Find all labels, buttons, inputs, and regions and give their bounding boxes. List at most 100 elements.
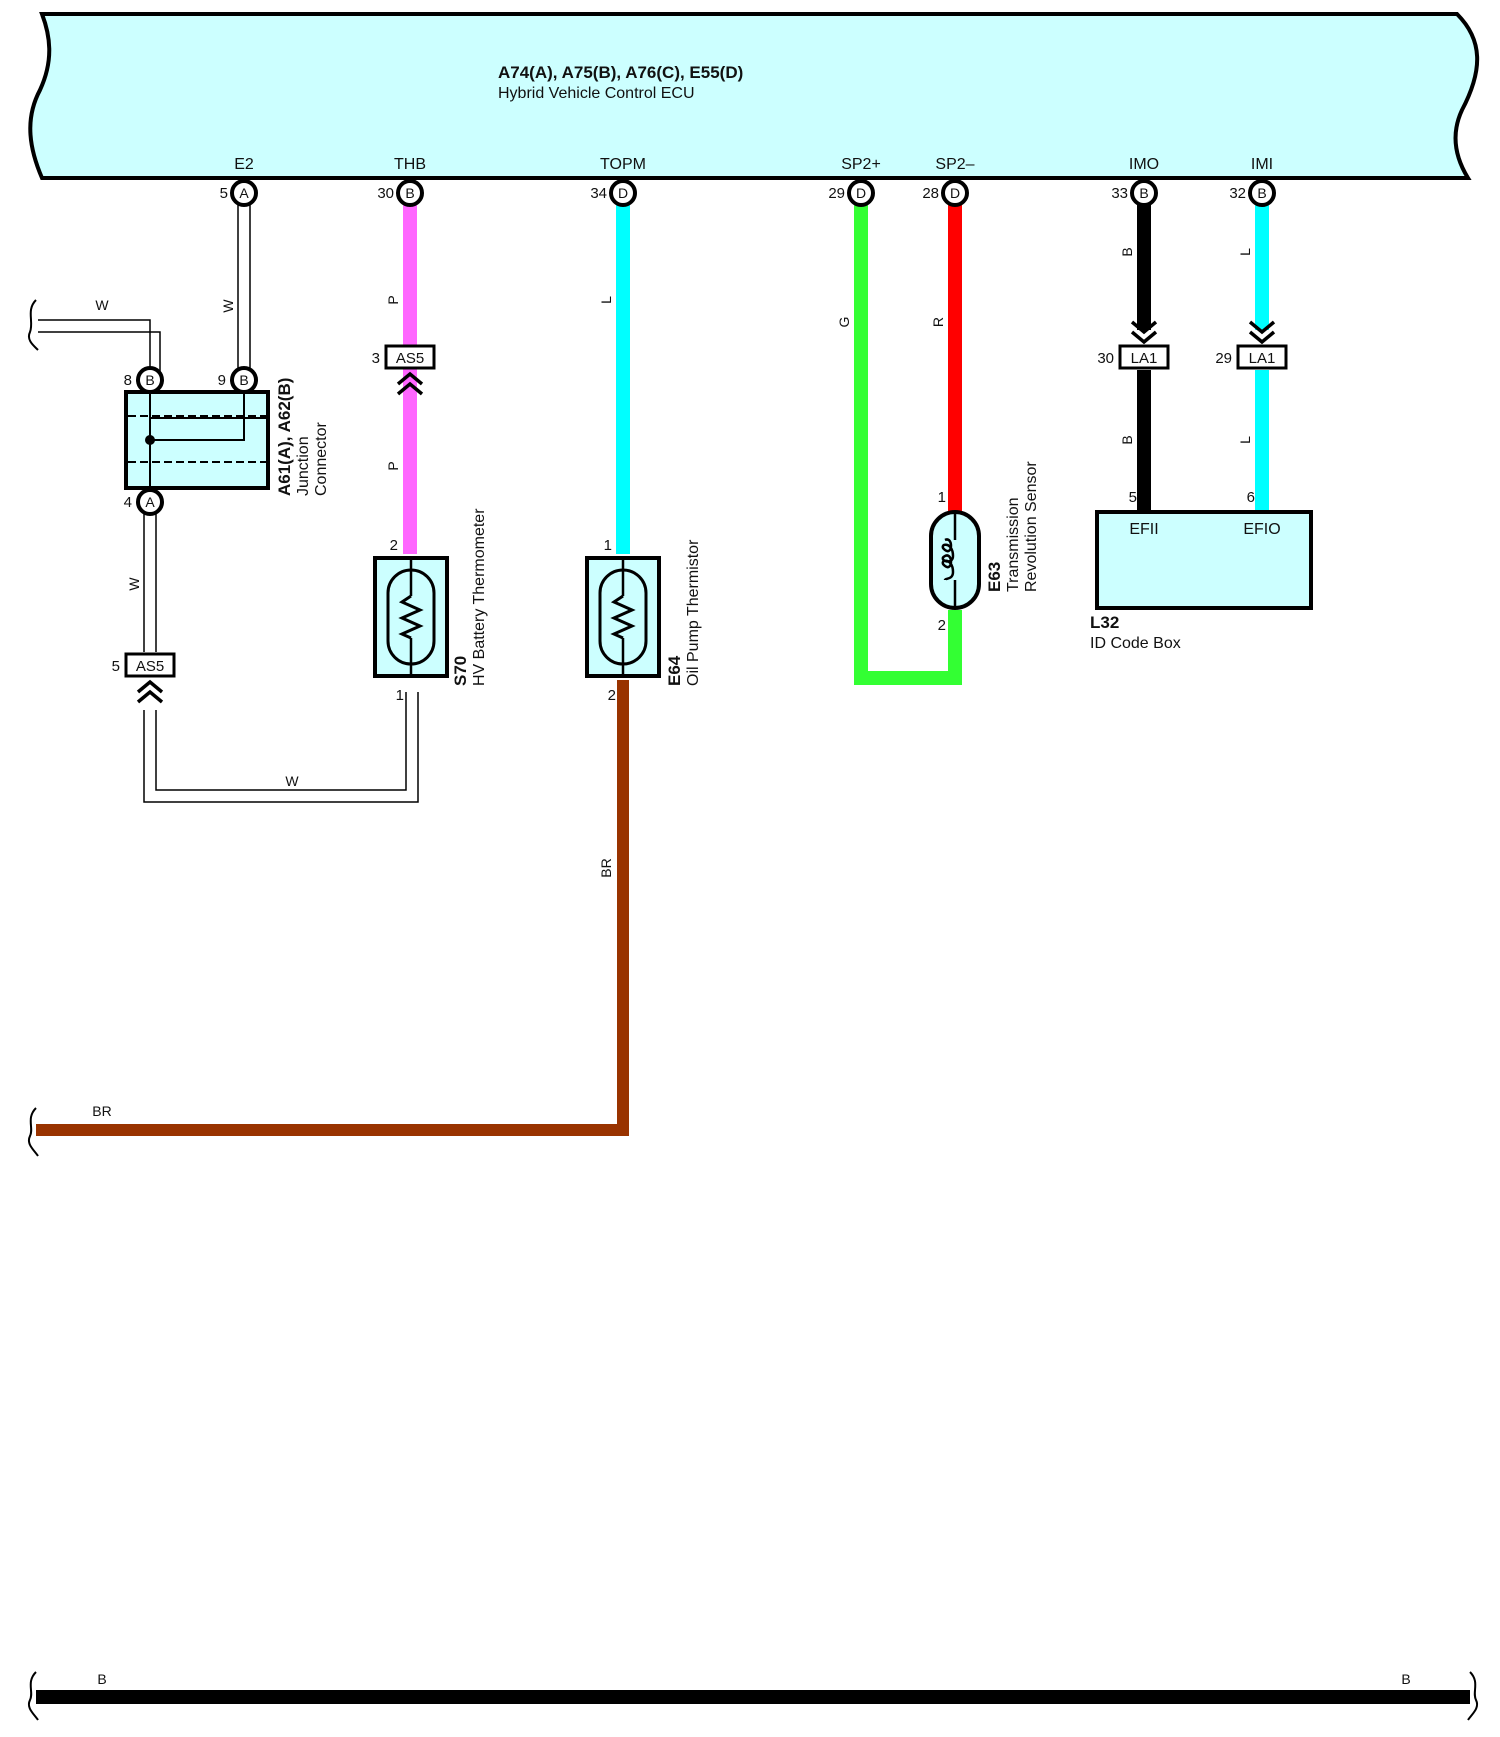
svg-text:B: B xyxy=(239,372,248,388)
svg-text:34: 34 xyxy=(590,185,607,202)
wire-junction-w xyxy=(143,514,419,803)
signal-sp2minus: SP2– xyxy=(935,156,974,173)
svg-text:5: 5 xyxy=(112,658,120,675)
svg-text:29: 29 xyxy=(1215,350,1232,367)
svg-text:1: 1 xyxy=(604,537,612,554)
signal-sp2plus: SP2+ xyxy=(841,156,881,173)
wire-break-bus-left xyxy=(28,1671,39,1721)
wire-br xyxy=(36,680,629,1136)
wire-left-w xyxy=(28,299,161,372)
wire-label-r: R xyxy=(930,317,946,327)
svg-text:1: 1 xyxy=(396,687,404,704)
hv-thermometer-code: S70 xyxy=(451,656,470,686)
svg-text:30: 30 xyxy=(377,185,394,202)
svg-text:32: 32 xyxy=(1229,185,1246,202)
svg-text:B: B xyxy=(1257,185,1266,201)
wire-label-l-imi-lower: L xyxy=(1237,436,1253,444)
ecu-connectors: A74(A), A75(B), A76(C), E55(D) xyxy=(498,63,743,82)
wire-label-p-lower: P xyxy=(385,461,401,470)
svg-text:1: 1 xyxy=(938,489,946,506)
connector-la1-imi: LA1 29 xyxy=(1215,320,1288,370)
svg-text:A: A xyxy=(145,494,155,510)
signal-imo: IMO xyxy=(1129,156,1159,173)
connector-as5-thb: AS5 3 xyxy=(372,344,436,396)
connector-chevron-icon xyxy=(396,371,424,396)
signal-imi: IMI xyxy=(1251,156,1273,173)
wire-label-b-upper: B xyxy=(1119,247,1135,256)
wire-label-b-bus-left: B xyxy=(97,1671,106,1687)
svg-text:8: 8 xyxy=(124,372,132,389)
wire-label-b-bus-right: B xyxy=(1401,1671,1410,1687)
svg-text:A: A xyxy=(239,185,249,201)
connector-chevron-icon xyxy=(1248,320,1276,345)
ecu-terminal-imo: B 33 xyxy=(1111,179,1158,207)
svg-text:AS5: AS5 xyxy=(396,350,424,367)
hv-battery-thermometer: 2 1 S70 HV Battery Thermometer xyxy=(373,508,488,704)
wire-e2-w xyxy=(237,194,251,372)
id-code-box: EFII EFIO 5 6 L32 ID Code Box xyxy=(1090,489,1313,652)
ecu-block: A74(A), A75(B), A76(C), E55(D) Hybrid Ve… xyxy=(28,12,1480,180)
rev-sensor-code: E63 xyxy=(985,562,1004,592)
id-box-name: ID Code Box xyxy=(1090,635,1181,652)
hv-thermometer-name: HV Battery Thermometer xyxy=(471,508,488,686)
svg-text:D: D xyxy=(856,185,866,201)
ecu-terminal-topm: D 34 xyxy=(590,179,637,207)
svg-text:5: 5 xyxy=(1129,489,1137,506)
svg-text:D: D xyxy=(618,185,628,201)
wire-break-bus-right xyxy=(1467,1671,1478,1721)
svg-text:2: 2 xyxy=(390,537,398,554)
svg-text:2: 2 xyxy=(608,687,616,704)
svg-text:30: 30 xyxy=(1097,350,1114,367)
transmission-revolution-sensor: 1 2 E63 Transmission Revolution Sensor xyxy=(929,461,1040,634)
wire-label-b-lower: B xyxy=(1119,435,1135,444)
oil-pump-thermistor: 1 2 E64 Oil Pump Thermistor xyxy=(585,537,702,704)
rev-sensor-name2: Revolution Sensor xyxy=(1023,461,1040,592)
ecu-terminal-sp2plus: D 29 xyxy=(828,179,875,207)
signal-thb: THB xyxy=(394,156,426,173)
connector-la1-imo: LA1 30 xyxy=(1097,320,1170,370)
svg-text:D: D xyxy=(950,185,960,201)
svg-text:B: B xyxy=(145,372,154,388)
resistor-icon xyxy=(398,594,424,640)
ecu-terminal-e2: A 5 xyxy=(220,179,258,207)
junction-desc2: Connector xyxy=(313,422,330,496)
wire-label-br-bottom: BR xyxy=(92,1103,111,1119)
svg-text:33: 33 xyxy=(1111,185,1128,202)
wire-label-p-upper: P xyxy=(385,295,401,304)
wire-label-w-left: W xyxy=(95,297,109,313)
ecu-terminal-thb: B 30 xyxy=(377,179,424,207)
svg-text:LA1: LA1 xyxy=(1249,350,1276,367)
ecu-name: Hybrid Vehicle Control ECU xyxy=(498,85,695,102)
svg-text:B: B xyxy=(1139,185,1148,201)
svg-text:28: 28 xyxy=(922,185,939,202)
wire-break-br xyxy=(28,1107,39,1157)
junction-pin-4: A 4 xyxy=(124,488,164,516)
connector-chevron-icon xyxy=(1130,320,1158,345)
wire-label-w-e2: W xyxy=(220,299,236,313)
signal-e2: E2 xyxy=(234,156,254,173)
signal-topm: TOPM xyxy=(600,156,646,173)
junction-connector: B 8 B 9 A 4 A61(A), A62(B) Junction Conn… xyxy=(124,366,330,516)
svg-text:9: 9 xyxy=(218,372,226,389)
svg-text:AS5: AS5 xyxy=(136,658,164,675)
svg-text:29: 29 xyxy=(828,185,845,202)
connector-as5-junction: AS5 5 xyxy=(112,652,176,704)
svg-text:EFII: EFII xyxy=(1129,521,1158,538)
wire-label-br-vertical: BR xyxy=(598,858,614,877)
svg-text:B: B xyxy=(405,185,414,201)
wire-label-g: G xyxy=(836,317,852,328)
svg-text:LA1: LA1 xyxy=(1131,350,1158,367)
wire-label-l-imi-upper: L xyxy=(1237,248,1253,256)
svg-text:3: 3 xyxy=(372,350,380,367)
ecu-terminal-sp2minus: D 28 xyxy=(922,179,969,207)
connector-chevron-icon xyxy=(136,679,164,704)
junction-pin-9: B 9 xyxy=(218,366,258,394)
wire-label-w-bottom: W xyxy=(285,773,299,789)
ecu-body xyxy=(28,12,1480,180)
oil-thermistor-name: Oil Pump Thermistor xyxy=(685,539,702,686)
oil-thermistor-code: E64 xyxy=(665,655,684,686)
svg-text:6: 6 xyxy=(1247,489,1255,506)
wire-break-left xyxy=(28,299,39,351)
ecu-terminal-imi: B 32 xyxy=(1229,179,1276,207)
